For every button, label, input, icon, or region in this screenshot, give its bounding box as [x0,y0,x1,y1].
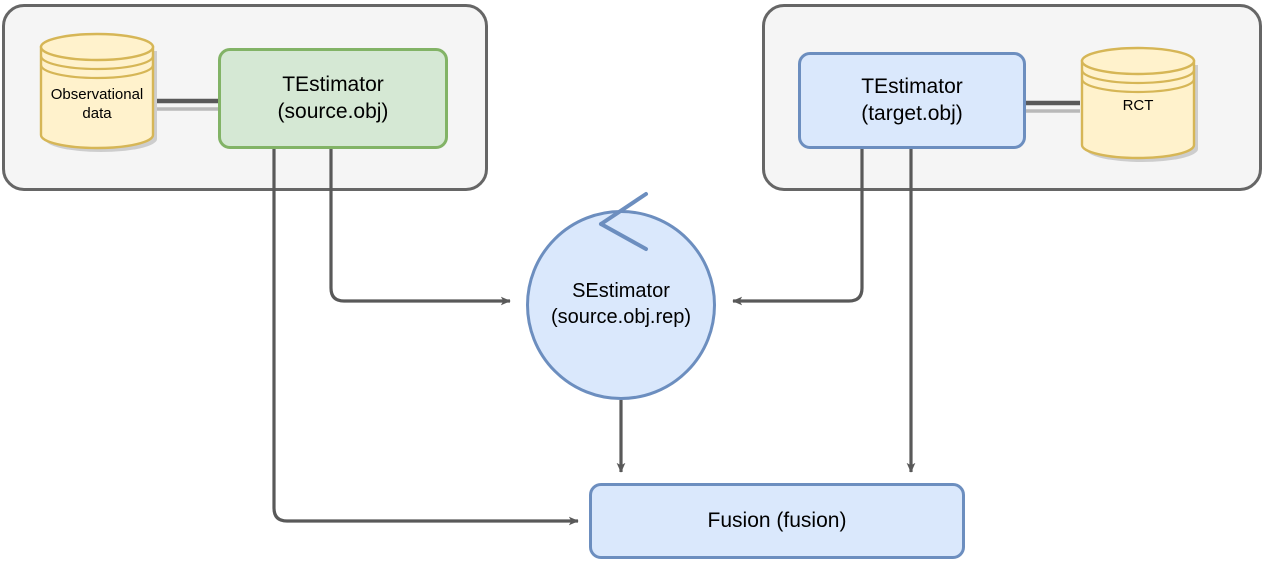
node-shadow [596,490,966,560]
fusion-node[interactable]: Fusion (fusion) [589,483,966,560]
tangent-mark-icon [599,192,648,251]
cylinder-icon [1080,46,1198,162]
target-testimator-label: TEstimator (target.obj) [861,74,963,125]
observational-data-node[interactable]: Observational data [37,30,157,152]
cylinder-icon [39,32,157,152]
source-testimator-label: TEstimator (source.obj) [277,72,389,123]
target-testimator-node[interactable]: TEstimator (target.obj) [798,52,1027,150]
node-shadow [225,55,449,150]
source-testimator-node[interactable]: TEstimator (source.obj) [218,48,449,150]
rct-node[interactable]: RCT [1078,44,1198,162]
node-shadow [805,59,1027,150]
sestimator-label: SEstimator (source.obj.rep) [550,280,692,328]
fusion-label: Fusion (fusion) [707,508,847,532]
